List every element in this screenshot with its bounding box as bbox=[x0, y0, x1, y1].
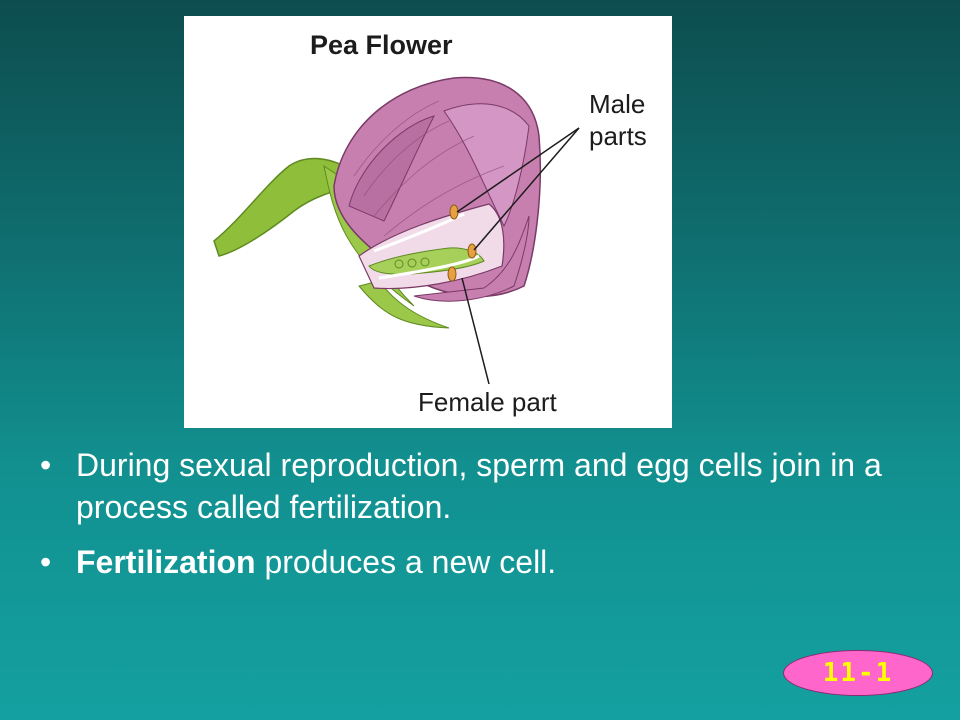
section-badge-text: 11-1 bbox=[822, 658, 894, 688]
male-part-anther bbox=[449, 204, 459, 220]
male-leader-line bbox=[473, 127, 580, 251]
pea-flower-illustration bbox=[213, 76, 580, 385]
male-part-anther bbox=[467, 243, 477, 259]
figure-title: Pea Flower bbox=[310, 30, 453, 60]
flower-petal-wing bbox=[443, 103, 530, 228]
female-leader-line bbox=[461, 277, 490, 385]
bullet-text: During sexual reproduction, sperm and eg… bbox=[76, 447, 882, 525]
flower-petal-keel bbox=[413, 215, 530, 302]
flower-sepal bbox=[358, 280, 450, 329]
bullet-item: • During sexual reproduction, sperm and … bbox=[40, 444, 920, 528]
flower-petal-wing bbox=[348, 115, 435, 222]
label-male-line2: parts bbox=[589, 121, 647, 151]
bullet-list: • During sexual reproduction, sperm and … bbox=[40, 444, 920, 596]
label-female-part: Female part bbox=[418, 387, 557, 417]
male-leader-line bbox=[456, 127, 580, 213]
bullet-item: • Fertilization produces a new cell. bbox=[40, 541, 920, 583]
section-badge: 11-1 bbox=[783, 650, 933, 696]
label-male-line1: Male bbox=[589, 89, 646, 119]
bullet-dot: • bbox=[40, 447, 52, 483]
male-part-anther bbox=[447, 266, 457, 282]
bullet-bold-term: Fertilization bbox=[76, 544, 256, 580]
bullet-dot: • bbox=[40, 544, 52, 580]
pea-flower-diagram: Pea Flower Male parts Female part bbox=[184, 16, 672, 428]
bullet-text: produces a new cell. bbox=[255, 544, 557, 580]
label-male-parts: Male parts bbox=[589, 88, 647, 152]
